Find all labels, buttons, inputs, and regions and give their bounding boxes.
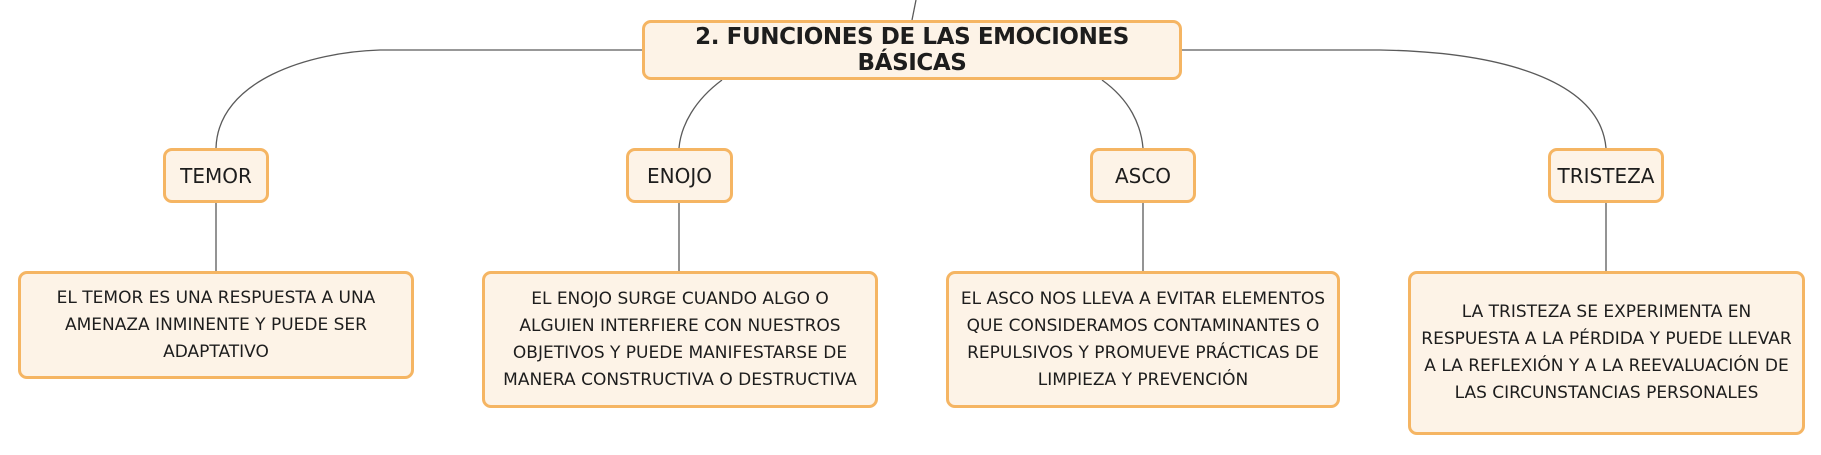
description-text-temor: EL TEMOR ES UNA RESPUESTA A UNA AMENAZA … — [56, 287, 376, 362]
topic-label-enojo: ENOJO — [647, 163, 712, 188]
description-text-tristeza: LA TRISTEZA SE EXPERIMENTA EN RESPUESTA … — [1421, 302, 1792, 403]
description-node-temor[interactable]: EL TEMOR ES UNA RESPUESTA A UNA AMENAZA … — [18, 271, 414, 379]
description-node-enojo[interactable]: EL ENOJO SURGE CUANDO ALGO O ALGUIEN INT… — [482, 271, 878, 408]
topic-node-enojo[interactable]: ENOJO — [626, 148, 733, 203]
connector-root-tristeza — [1182, 49, 1607, 149]
root-topic-node[interactable]: 2. FUNCIONES DE LAS EMOCIONES BÁSICAS — [642, 20, 1182, 80]
connector-root-asco — [1101, 79, 1144, 149]
topic-label-temor: TEMOR — [180, 163, 252, 188]
description-node-tristeza[interactable]: LA TRISTEZA SE EXPERIMENTA EN RESPUESTA … — [1408, 271, 1805, 435]
description-text-asco: EL ASCO NOS LLEVA A EVITAR ELEMENTOS QUE… — [960, 288, 1326, 390]
topic-node-temor[interactable]: TEMOR — [163, 148, 269, 203]
root-topic-label: 2. FUNCIONES DE LAS EMOCIONES BÁSICAS — [695, 24, 1129, 76]
topic-label-asco: ASCO — [1114, 163, 1172, 188]
connector-parent-in — [911, 0, 917, 21]
connector-root-enojo — [678, 79, 723, 149]
description-node-asco[interactable]: EL ASCO NOS LLEVA A EVITAR ELEMENTOS QUE… — [946, 271, 1340, 408]
topic-node-asco[interactable]: ASCO — [1090, 148, 1196, 203]
topic-label-tristeza: TRISTEZA — [1557, 163, 1655, 188]
description-text-enojo: EL ENOJO SURGE CUANDO ALGO O ALGUIEN INT… — [503, 288, 857, 390]
connector-root-temor — [215, 49, 642, 149]
topic-node-tristeza[interactable]: TRISTEZA — [1548, 148, 1664, 203]
